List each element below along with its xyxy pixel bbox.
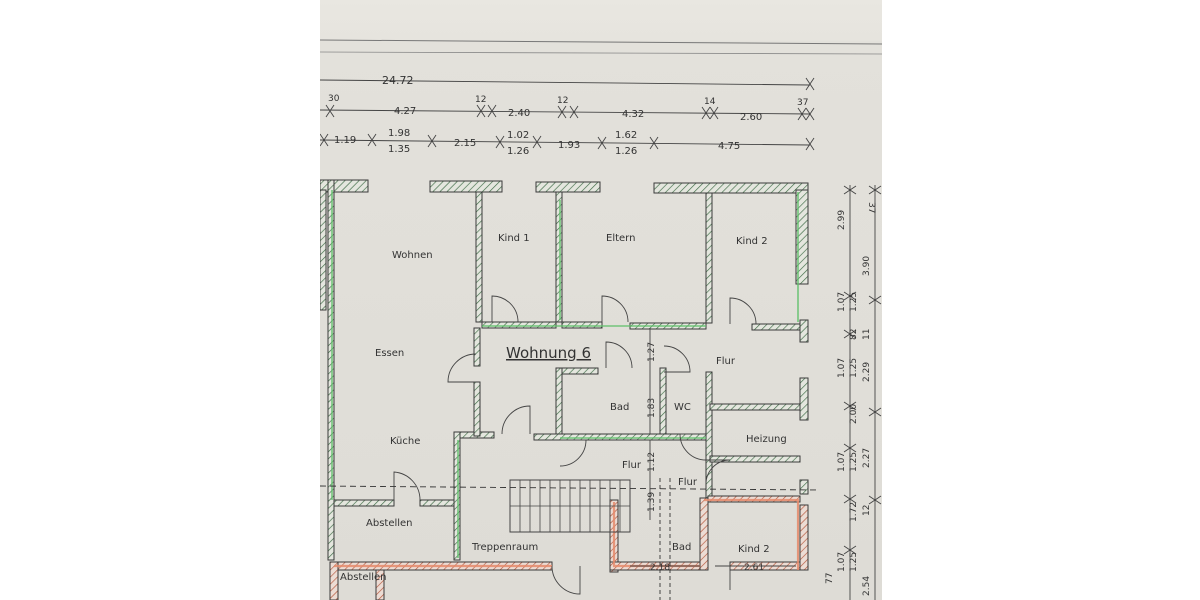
room-label-kind2: Kind 2 [736, 236, 768, 247]
dim-row3-label: 1.02 [507, 130, 529, 141]
sheet-border [320, 39, 882, 55]
room-label-heizung: Heizung [746, 434, 787, 445]
dim-row2-label: 12 [557, 96, 568, 106]
room-label-bad: Bad [610, 402, 629, 413]
dimension-lines-right [843, 185, 882, 600]
dim-right-label: 37 [866, 202, 876, 213]
interior-dim-label: 1.12 [647, 452, 657, 472]
room-label-wohnen: Wohnen [392, 250, 433, 261]
floor-plan: 24.72 30 4.27 12 2.40 12 4.32 14 2.60 37… [320, 39, 882, 600]
room-label-kind1: Kind 1 [498, 233, 530, 244]
dim-right-label: 1.25 [849, 358, 859, 378]
dim-row3-label: 1.62 [615, 130, 637, 141]
dim-row3-label: 1.19 [334, 135, 356, 146]
interior-dim-label: 2.61 [744, 563, 764, 573]
dim-right-label: 1.07 [837, 292, 847, 312]
dim-row3-label: 1.93 [558, 140, 580, 151]
room-label-wc: WC [674, 402, 691, 413]
dim-right-label: 1.72 [849, 502, 859, 522]
dim-row2-label: 2.60 [740, 112, 762, 123]
room-label-kind2-low: Kind 2 [738, 544, 770, 555]
dim-right-label: 1.25 [849, 552, 859, 572]
dim-overall: 24.72 [382, 74, 414, 87]
room-label-essen: Essen [375, 348, 404, 359]
dim-right-label: 1.07 [837, 358, 847, 378]
dim-row3-label: 1.35 [388, 144, 410, 155]
interior-dim-label: 1.39 [647, 492, 657, 512]
interior-dim-labels: 1.27 1.83 1.12 1.39 2.18 2.61 [647, 342, 764, 573]
dim-row3-label: 1.26 [615, 146, 637, 157]
dim-right-label: 12 [862, 505, 872, 516]
interior-dim-label: 2.18 [650, 563, 670, 573]
marker-overlays [331, 190, 800, 570]
dim-right-label: 1.07 [837, 552, 847, 572]
dim-right-label: 2.27 [862, 448, 872, 468]
floor-plan-sheet: 24.72 30 4.27 12 2.40 12 4.32 14 2.60 37… [320, 0, 882, 600]
dim-row2: 30 4.27 12 2.40 12 4.32 14 2.60 37 [328, 94, 808, 123]
dim-row2-label: 37 [797, 98, 808, 108]
dim-row2-label: 4.27 [394, 106, 416, 117]
dim-right: 37 2.99 3.90 1.07 1.25 82 11 1.07 1.25 2… [825, 202, 876, 596]
dim-right-label: 2.00 [849, 404, 859, 424]
dim-right-label: 1.25 [849, 292, 859, 312]
dim-row3-label: 1.26 [507, 146, 529, 157]
dimension-lines-top [320, 77, 815, 151]
dim-row3-label: 2.15 [454, 138, 476, 149]
dim-row2-label: 12 [475, 95, 486, 105]
dim-right-label: 2.99 [837, 210, 847, 230]
room-label-treppenraum: Treppenraum [471, 542, 538, 553]
room-label-bad-low: Bad [672, 542, 691, 553]
outer-walls [320, 179, 809, 571]
room-label-flur-top: Flur [716, 356, 736, 367]
dim-right-label: 2.54 [862, 576, 872, 596]
dim-row3: 1.19 1.98 2.15 1.02 1.93 1.62 4.75 1.35 … [334, 128, 740, 157]
dim-row2-label: 14 [704, 97, 716, 107]
room-label-flur-low: Flur [678, 477, 698, 488]
room-labels: Wohnen Kind 1 Eltern Kind 2 Essen Wohnun… [340, 233, 787, 583]
apartment-title: Wohnung 6 [506, 344, 591, 362]
dim-right-label: 1.25 [849, 452, 859, 472]
dim-row3-label: 4.75 [718, 141, 740, 152]
door-swings [393, 295, 757, 595]
dim-right-label: 1.07 [837, 452, 847, 472]
interior-dim-label: 1.83 [647, 398, 657, 418]
staircase [320, 478, 821, 600]
dim-right-label: 2.29 [862, 362, 872, 382]
dim-row3-label: 1.98 [388, 128, 410, 139]
interior-dimensions [630, 328, 796, 567]
dim-row2-label: 4.32 [622, 109, 644, 120]
dim-row2-label: 30 [328, 94, 340, 104]
room-label-abstellen: Abstellen [366, 518, 413, 529]
interior-dim-label: 1.27 [647, 342, 657, 362]
room-label-flur-mid: Flur [622, 460, 642, 471]
dim-row2-label: 2.40 [508, 108, 530, 119]
dim-right-label: 82 [849, 329, 859, 340]
room-label-eltern: Eltern [606, 233, 635, 244]
dim-right-label: 77 [825, 573, 835, 584]
dim-right-label: 3.90 [862, 256, 872, 276]
room-label-abstellen-low: Abstellen [340, 572, 387, 583]
dim-right-label: 11 [862, 329, 872, 340]
room-label-kueche: Küche [390, 436, 420, 447]
